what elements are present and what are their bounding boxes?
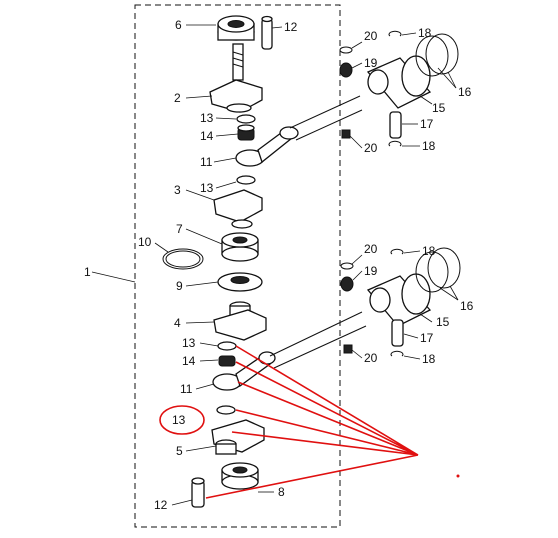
label-18-b: 18 [422, 139, 436, 153]
label-7: 7 [176, 222, 183, 236]
bottom-ball-bearing [221, 462, 259, 490]
upper-piston-ring-a [415, 35, 449, 77]
upper-dowel-pin [261, 15, 273, 50]
label-8: 8 [278, 485, 285, 499]
label-2: 2 [174, 91, 181, 105]
red-annotation [159, 345, 460, 499]
label-16-upper: 16 [458, 85, 472, 99]
label-6: 6 [175, 18, 182, 32]
label-14-lower: 14 [182, 354, 196, 368]
label-13-a: 13 [200, 111, 214, 125]
label-17-upper: 17 [420, 117, 434, 131]
lower-pin-washer [340, 262, 354, 270]
label-10: 10 [138, 235, 152, 249]
assembly-boundary [134, 4, 341, 528]
label-3: 3 [174, 183, 181, 197]
label-15-upper: 15 [432, 101, 446, 115]
upper-piston-pin [389, 111, 402, 139]
upper-piston-ring-b [425, 33, 459, 75]
label-4: 4 [174, 316, 181, 330]
center-bearing-snap-ring-inner [165, 250, 201, 268]
label-13-circled: 13 [172, 413, 186, 427]
label-11-lower: 11 [180, 382, 193, 396]
label-5: 5 [176, 444, 183, 458]
center-bearing-snap-ring [162, 248, 204, 270]
label-20-d: 20 [364, 351, 378, 365]
label-16-lower: 16 [460, 299, 474, 313]
lower-piston-pin [391, 319, 404, 347]
label-18-a: 18 [418, 26, 432, 40]
label-18-d: 18 [422, 352, 436, 366]
label-19-upper: 19 [364, 56, 378, 70]
label-11-upper: 11 [200, 155, 213, 169]
lower-circlip-a [390, 248, 404, 255]
callout-labels: 1 2 3 4 5 6 7 8 9 10 11 11 12 12 13 13 1… [84, 18, 474, 512]
label-19-lower: 19 [364, 264, 378, 278]
label-13-c: 13 [182, 336, 196, 350]
needle-bearing-upper [237, 124, 255, 141]
lower-piston-ring-a [415, 251, 449, 293]
upper-small-end-bearing [339, 62, 353, 78]
top-ball-bearing [217, 15, 255, 41]
label-14-upper: 14 [200, 129, 214, 143]
label-9: 9 [176, 279, 183, 293]
middle-crank-web [213, 189, 263, 229]
label-15-lower: 15 [436, 315, 450, 329]
upper-connecting-rod [235, 126, 299, 167]
leader-lines [91, 24, 459, 506]
upper-pin-washer [339, 46, 353, 54]
thrust-washer-lower-b [216, 405, 236, 415]
lower-small-end-bearing [340, 276, 354, 292]
bottom-crank-web [211, 419, 265, 455]
needle-bearing-lower [218, 355, 236, 367]
thrust-washer-upper-a [236, 114, 256, 124]
red-dot [456, 474, 460, 478]
thrust-washer-upper-b [236, 175, 256, 185]
upper-washer-square-a [341, 129, 351, 139]
thrust-washer-lower-a [217, 341, 237, 351]
label-18-c: 18 [422, 244, 436, 258]
labyrinth-seal [217, 272, 263, 292]
upper-circlip-b [388, 140, 402, 147]
lower-piston-group [269, 247, 461, 369]
upper-piston-group [289, 30, 459, 147]
label-1: 1 [84, 265, 91, 279]
lower-circlip-b [390, 350, 404, 357]
label-20-c: 20 [364, 242, 378, 256]
lower-crank-web [213, 301, 267, 341]
upper-circlip-a [388, 30, 402, 37]
label-17-lower: 17 [420, 331, 434, 345]
label-20-a: 20 [364, 29, 378, 43]
upper-crank-web [209, 43, 263, 113]
label-12-lower: 12 [154, 498, 168, 512]
lower-washer-square-a [343, 344, 353, 354]
center-main-bearing [221, 232, 259, 262]
lower-dowel-pin [191, 477, 205, 508]
label-20-b: 20 [364, 141, 378, 155]
label-13-b: 13 [200, 181, 214, 195]
label-12-upper: 12 [284, 20, 298, 34]
lower-piston-ring-b [427, 247, 461, 289]
highlight-lines [205, 345, 419, 499]
highlight-circle [159, 405, 205, 435]
